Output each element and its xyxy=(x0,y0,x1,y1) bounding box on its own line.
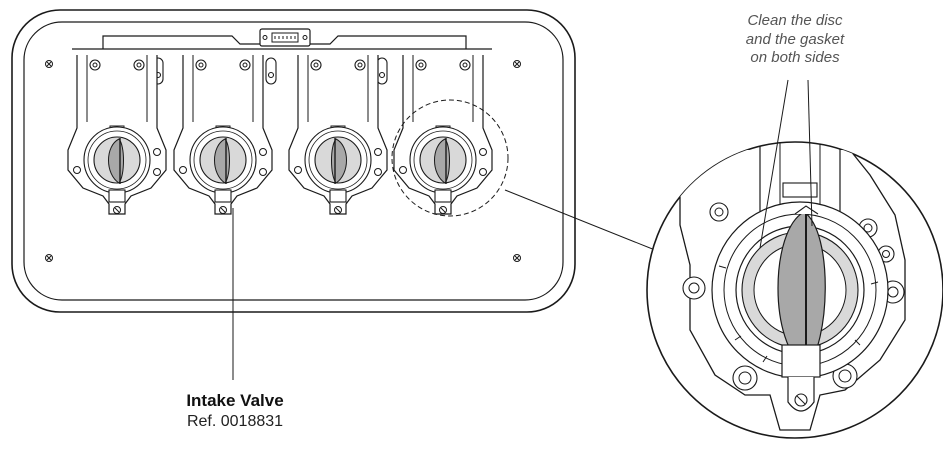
housing-inner-frame xyxy=(23,21,564,301)
highlight-circle xyxy=(391,99,509,217)
valve-1 xyxy=(67,54,167,215)
callout-title: Intake Valve xyxy=(186,391,284,410)
valve-2 xyxy=(173,54,273,215)
detail-note-line-3: on both sides xyxy=(750,49,840,66)
detail-note-line-1: Clean the disc xyxy=(747,12,843,29)
note-leader-gasket xyxy=(759,79,789,249)
connector-plug xyxy=(259,28,311,47)
magnify-connector-line xyxy=(504,189,656,251)
callout-reference: Ref. 0018831 xyxy=(186,413,284,430)
valve-3 xyxy=(288,54,388,215)
valve-4 xyxy=(393,54,493,215)
note-leader-disc xyxy=(807,79,813,227)
housing-outer-frame xyxy=(11,9,576,313)
detail-note: Clean the disc and the gasket on both si… xyxy=(700,12,890,68)
housing-screws xyxy=(45,60,521,262)
magnified-detail xyxy=(646,141,943,439)
detail-note-line-2: and the gasket xyxy=(745,30,845,48)
